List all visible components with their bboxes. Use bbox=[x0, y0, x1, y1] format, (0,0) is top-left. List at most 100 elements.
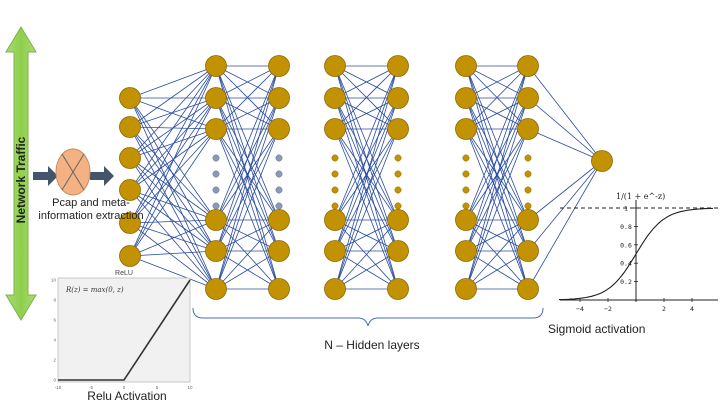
neuron bbox=[324, 118, 346, 140]
neuron bbox=[119, 147, 141, 169]
neuron bbox=[324, 87, 346, 109]
connection-edge bbox=[215, 65, 280, 221]
sigmoid-x-tick: −2 bbox=[604, 305, 612, 313]
neuron bbox=[455, 240, 477, 262]
neuron bbox=[119, 179, 141, 201]
ellipsis-dot bbox=[331, 170, 339, 178]
connection-edge bbox=[129, 65, 217, 191]
neuron bbox=[268, 240, 290, 262]
ellipsis-dot bbox=[212, 186, 220, 194]
connection-edge bbox=[334, 128, 399, 252]
connection-edge bbox=[129, 219, 217, 224]
neuron bbox=[387, 55, 409, 77]
connection-edge bbox=[215, 219, 280, 290]
relu-x-tick: 10 bbox=[187, 385, 193, 390]
connection-edge bbox=[129, 255, 217, 290]
ellipsis-dot bbox=[331, 202, 339, 210]
neuron bbox=[119, 116, 141, 138]
connection-edge bbox=[215, 250, 280, 290]
sigmoid-curve bbox=[559, 207, 713, 301]
neuron bbox=[205, 87, 227, 109]
neuron bbox=[455, 278, 477, 300]
ellipsis-dot bbox=[524, 154, 532, 162]
relu-x-tick: -10 bbox=[55, 385, 62, 390]
connection-edge bbox=[129, 222, 217, 252]
sigmoid-activation-label: Sigmoid activation bbox=[548, 322, 646, 336]
neuron bbox=[268, 55, 290, 77]
connection-edge bbox=[465, 65, 529, 99]
ellipsis-dot bbox=[462, 154, 470, 162]
relu-y-tick: 10 bbox=[51, 278, 57, 283]
connection-edge bbox=[215, 65, 280, 130]
relu-x-tick: 0 bbox=[123, 385, 126, 390]
connection-edge bbox=[129, 126, 217, 290]
neuron bbox=[517, 118, 539, 140]
pcap-extraction-label: Pcap and meta-information extraction bbox=[38, 197, 144, 222]
neuron bbox=[119, 212, 141, 234]
connection-edge bbox=[465, 97, 529, 252]
connection-edge bbox=[215, 128, 280, 252]
connection-edge bbox=[334, 65, 399, 221]
neuron bbox=[387, 87, 409, 109]
connection-edge bbox=[129, 128, 217, 191]
connection-edge bbox=[129, 157, 217, 221]
ellipsis-dot bbox=[394, 202, 402, 210]
ellipsis-dot bbox=[212, 170, 220, 178]
relu-y-tick: 6 bbox=[53, 318, 56, 323]
ellipsis-dot bbox=[394, 186, 402, 194]
connection-edge bbox=[129, 97, 217, 257]
connection-edge bbox=[129, 97, 217, 221]
ellipsis-dot bbox=[275, 170, 283, 178]
connection-edge bbox=[527, 160, 603, 252]
hidden-layers-brace bbox=[192, 307, 544, 327]
ellipsis-dot bbox=[462, 202, 470, 210]
neuron bbox=[119, 87, 141, 109]
neuron bbox=[205, 55, 227, 77]
ellipsis-dot bbox=[524, 202, 532, 210]
neuron bbox=[455, 87, 477, 109]
connection-edge bbox=[215, 219, 280, 252]
relu-x-tick: 5 bbox=[156, 385, 159, 390]
connection-edge bbox=[334, 65, 399, 130]
ellipsis-dot bbox=[275, 186, 283, 194]
connection-edge bbox=[129, 189, 217, 221]
connection-edge bbox=[334, 128, 399, 290]
sigmoid-x-tick: 4 bbox=[690, 305, 694, 313]
connection-edge bbox=[334, 65, 399, 99]
connection-edge bbox=[465, 219, 529, 252]
ellipsis-dot bbox=[524, 170, 532, 178]
connection-edge bbox=[334, 250, 399, 290]
output-arrow bbox=[90, 166, 114, 186]
neuron bbox=[205, 209, 227, 231]
connection-edge bbox=[527, 65, 603, 162]
connection-edge bbox=[129, 97, 217, 252]
neuron bbox=[268, 87, 290, 109]
sigmoid-y-tick: 0.2 bbox=[620, 278, 632, 286]
ellipsis-dot bbox=[524, 186, 532, 194]
neuron bbox=[205, 118, 227, 140]
neuron bbox=[387, 278, 409, 300]
connection-edge bbox=[527, 128, 603, 162]
ellipsis-dot bbox=[331, 186, 339, 194]
sigmoid-x-tick: 2 bbox=[662, 305, 666, 313]
connection-edge bbox=[465, 128, 529, 290]
connection-edge bbox=[465, 250, 529, 290]
relu-y-tick: 8 bbox=[53, 298, 56, 303]
neuron bbox=[205, 278, 227, 300]
connection-edge bbox=[129, 65, 217, 224]
neuron bbox=[268, 209, 290, 231]
neuron bbox=[517, 209, 539, 231]
neuron bbox=[455, 55, 477, 77]
neuron bbox=[387, 209, 409, 231]
connection-edge bbox=[465, 219, 529, 290]
ellipsis-dot bbox=[331, 154, 339, 162]
connection-edge bbox=[334, 219, 399, 252]
connection-edge bbox=[129, 65, 217, 128]
hidden-layers-label: N – Hidden layers bbox=[324, 338, 420, 352]
network-neurons bbox=[119, 55, 613, 300]
relu-y-tick: 0 bbox=[53, 378, 56, 383]
neuron bbox=[455, 209, 477, 231]
relu-x-tick: -5 bbox=[89, 385, 93, 390]
